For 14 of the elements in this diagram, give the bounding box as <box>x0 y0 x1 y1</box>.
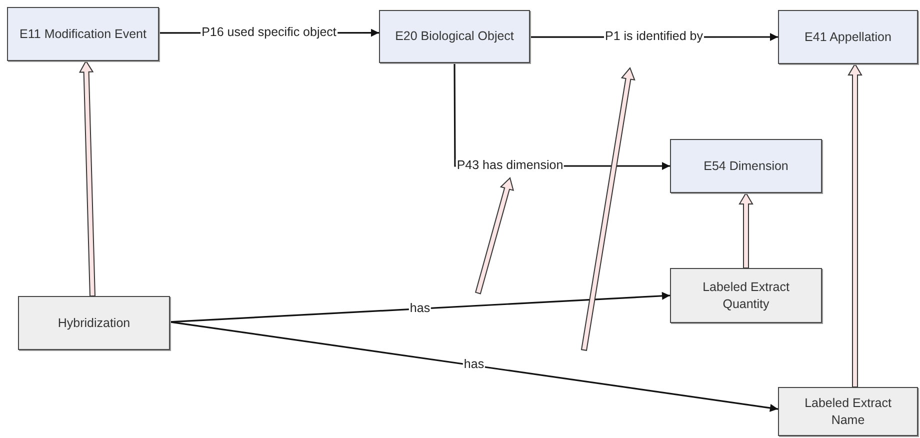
entity-box: Labeled Extract Quantity <box>670 268 822 323</box>
hollow-arrow <box>738 192 754 268</box>
edge-label: P16 used specific object <box>200 26 338 40</box>
arrow <box>170 292 670 323</box>
entity-box: E41 Appellation <box>778 10 918 64</box>
entity-box: Labeled Extract Name <box>778 387 918 436</box>
edge-label: P1 is identified by <box>604 30 704 44</box>
entity-box: E20 Biological Object <box>379 10 530 63</box>
arrow <box>170 321 778 412</box>
hollow-arrow <box>848 63 862 388</box>
hollow-arrow <box>78 60 96 297</box>
entity-box: E11 Modification Event <box>7 7 159 61</box>
entity-box: Hybridization <box>18 296 170 350</box>
entity-box: E54 Dimension <box>670 139 822 193</box>
